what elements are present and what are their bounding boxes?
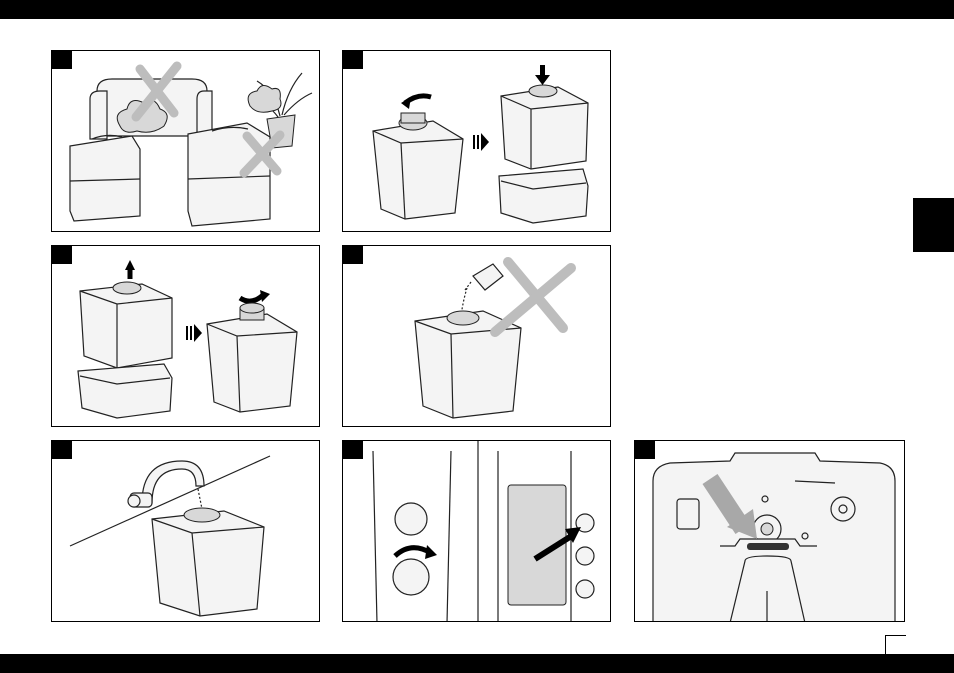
display-icon xyxy=(498,451,571,622)
tank-icon xyxy=(207,303,297,412)
step-badge xyxy=(52,441,72,459)
remove-tank-panel xyxy=(51,245,320,427)
top-bar xyxy=(0,0,954,19)
step-badge xyxy=(52,246,72,264)
rotate-arrow-icon xyxy=(240,294,264,301)
insert-tank-panel xyxy=(342,50,611,232)
step-badge xyxy=(635,441,655,459)
faucet-icon xyxy=(128,461,204,507)
up-arrow-icon xyxy=(125,260,135,279)
right-arrow-icon xyxy=(473,133,489,151)
right-arrow-icon xyxy=(186,324,202,342)
humidifier-icon xyxy=(70,135,140,221)
step-badge xyxy=(343,441,363,459)
tank-icon xyxy=(78,282,172,418)
step-badge xyxy=(343,246,363,264)
down-arrow-icon xyxy=(535,65,550,85)
page-number xyxy=(885,635,906,654)
power-button-icon xyxy=(576,514,594,598)
fill-water-panel xyxy=(51,440,320,622)
filter-location-illustration xyxy=(635,441,905,622)
insert-tank-illustration xyxy=(343,51,611,232)
step-badge xyxy=(52,51,72,69)
remove-tank-illustration xyxy=(52,246,320,427)
humidifier-icon xyxy=(188,123,270,226)
steam-cloud-icon xyxy=(248,85,281,112)
placement-panel xyxy=(51,50,320,232)
no-additives-panel xyxy=(342,245,611,427)
placement-illustration xyxy=(52,51,320,232)
cross-icon xyxy=(495,262,571,332)
tank-icon xyxy=(373,113,463,219)
step-badge xyxy=(343,51,363,69)
tank-icon xyxy=(152,508,264,616)
bottle-icon xyxy=(461,264,503,316)
fill-water-illustration xyxy=(52,441,320,622)
controls-illustration xyxy=(343,441,611,622)
dial-icon xyxy=(373,451,451,622)
filter-location-panel xyxy=(634,440,905,622)
controls-panel xyxy=(342,440,611,622)
bottom-bar xyxy=(0,654,954,673)
tank-icon xyxy=(499,85,588,223)
no-additives-illustration xyxy=(343,246,611,427)
section-tab xyxy=(913,198,954,252)
